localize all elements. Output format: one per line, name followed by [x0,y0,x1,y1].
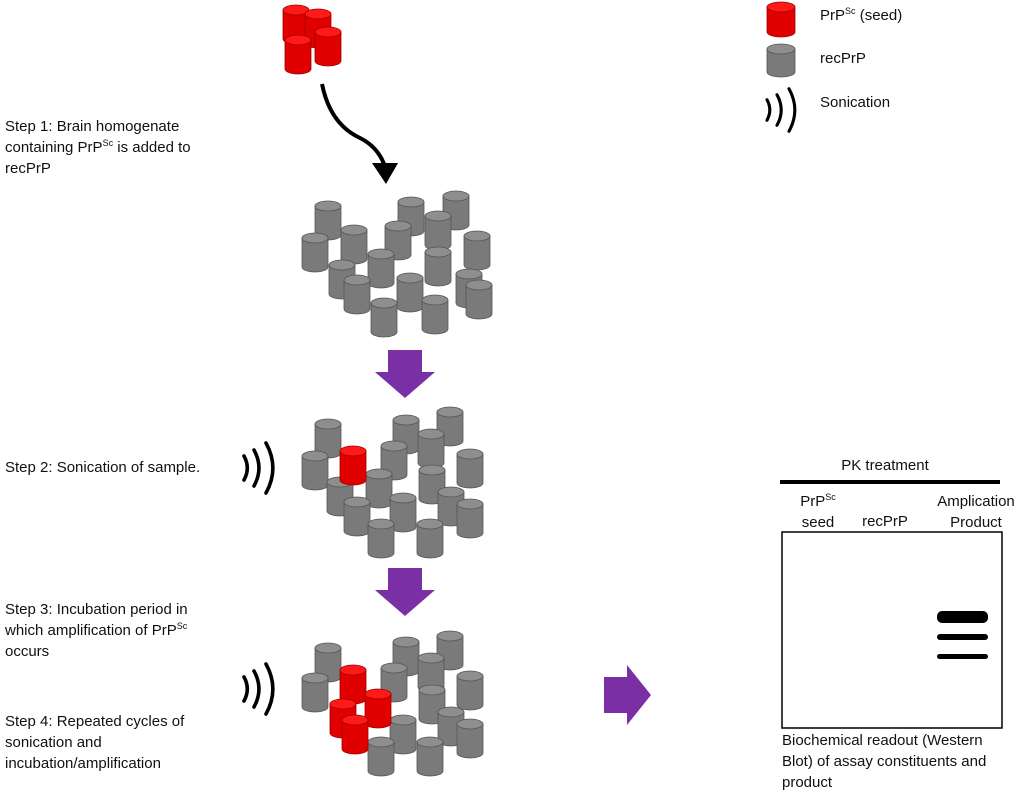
recprp-cylinder [370,297,398,338]
prpsc-seed-cylinder [339,664,367,705]
curved-arrow [320,83,388,171]
cylinder-layer [282,1,796,777]
blot-band [937,654,988,659]
down-arrow-1 [375,350,435,398]
effects-layer [242,83,1003,729]
recprp-cylinder [389,714,417,755]
recprp-cylinder [396,272,424,313]
recprp-cylinder [340,224,368,265]
recprp-cylinder [384,220,412,261]
recprp-cylinder [424,246,452,287]
recprp-cylinder [465,279,493,320]
blot-caption: Biochemical readout (Western Blot) of as… [782,732,987,791]
legend-sonication-icon [765,87,797,133]
sonication-waves-step2 [242,441,275,495]
prpsc-seed-cylinder [284,34,312,75]
legend-recprp-label: recPrP [820,50,866,67]
recprp-cylinder [389,492,417,533]
prpsc-seed-cylinder [341,714,369,755]
prpsc-seed-cylinder [339,445,367,486]
recprp-cylinder [367,248,395,289]
legend-seed-cylinder [766,1,796,38]
legend-recprp-cylinder [766,43,796,78]
legend-seed-label: PrPSc (seed) [820,6,903,25]
recprp-cylinder [367,736,395,777]
recprp-cylinder [301,672,329,713]
recprp-cylinder [417,652,445,693]
sonication-waves-step4 [242,662,275,716]
recprp-cylinder [456,498,484,539]
right-arrow [604,665,651,725]
step4-text: Step 4: Repeated cycles of sonication an… [5,713,185,772]
prpsc-seed-cylinder [364,688,392,729]
recprp-cylinder [424,210,452,251]
lane-label-prpsc-seed: PrPSc seed [800,492,836,532]
recprp-cylinder [343,496,371,537]
blot-band [937,634,988,640]
curved-arrow-head [372,163,398,184]
recprp-cylinder [456,670,484,711]
recprp-cylinder [416,518,444,559]
step1-text: Step 1: Brain homogenate containing PrPS… [5,118,191,177]
step2-text: Step 2: Sonication of sample. [5,459,201,476]
lane-label-recprp: recPrP [862,513,908,530]
recprp-cylinder [314,200,342,241]
western-blot-frame [781,531,1003,729]
lane-label-amplification-product: Amplication Product [937,493,1015,531]
recprp-cylinder [421,294,449,335]
recprp-cylinder [463,230,491,271]
step3-text: Step 3: Incubation period in which ampli… [5,601,188,660]
recprp-cylinder [456,448,484,489]
down-arrow-2 [375,568,435,616]
recprp-cylinder [417,428,445,469]
prpsc-seed-cylinder [314,26,342,67]
pk-treatment-header: PK treatment [841,457,929,474]
blot-band [937,611,988,623]
recprp-cylinder [456,718,484,759]
recprp-cylinder [367,518,395,559]
recprp-cylinder [343,274,371,315]
recprp-cylinder [301,232,329,273]
recprp-cylinder [301,450,329,491]
recprp-cylinder [416,736,444,777]
legend-sonication-label: Sonication [820,94,891,111]
